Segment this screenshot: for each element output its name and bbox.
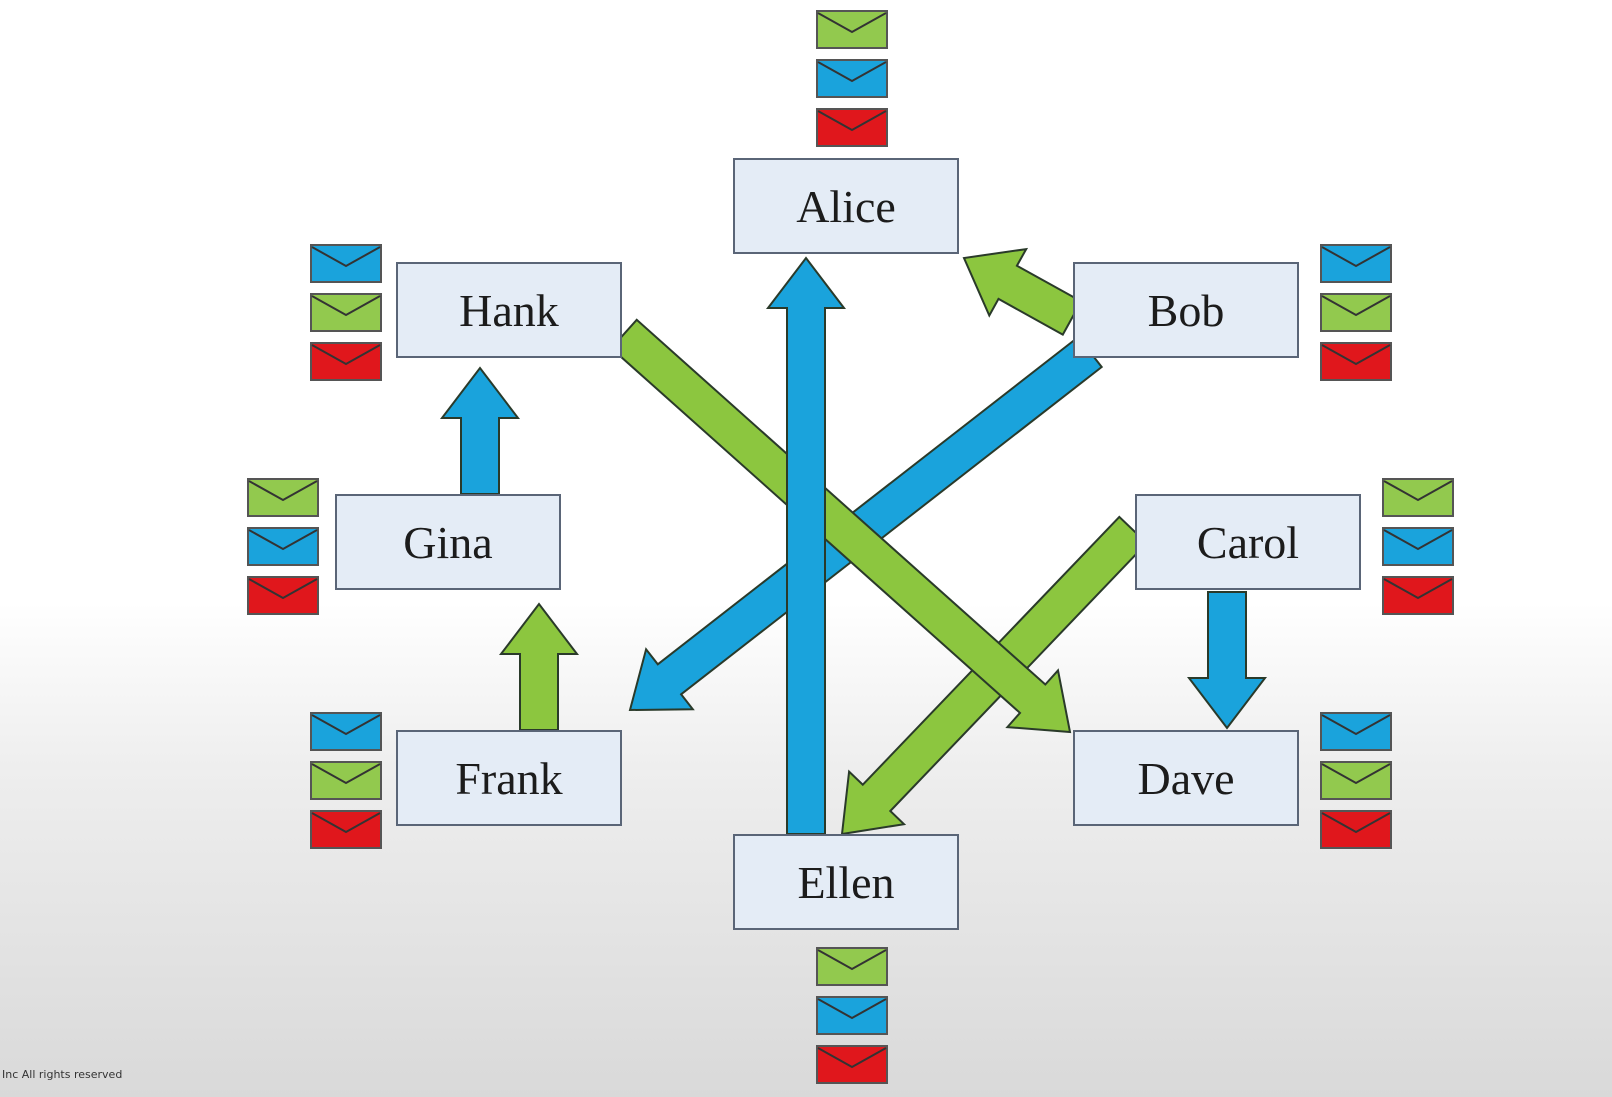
- node-dave[interactable]: Dave: [1073, 730, 1299, 826]
- envelope-stack-frank: [310, 712, 382, 859]
- envelope-icon-blue: [816, 59, 888, 98]
- arrow-bob-to-alice: [962, 247, 1083, 336]
- envelope-icon-red: [1320, 810, 1392, 849]
- arrow-carol-to-dave: [1186, 591, 1268, 730]
- envelope-icon-green: [816, 10, 888, 49]
- envelope-icon-red: [247, 576, 319, 615]
- envelope-icon-green: [1382, 478, 1454, 517]
- envelope-icon-red: [1382, 576, 1454, 615]
- node-bob[interactable]: Bob: [1073, 262, 1299, 358]
- node-ellen[interactable]: Ellen: [733, 834, 959, 930]
- envelope-icon-green: [310, 293, 382, 332]
- envelope-stack-gina: [247, 478, 319, 625]
- envelope-icon-green: [816, 947, 888, 986]
- envelope-icon-blue: [1320, 712, 1392, 751]
- arrow-ellen-to-alice: [765, 256, 847, 835]
- arrow-frank-to-gina: [498, 602, 580, 731]
- envelope-stack-ellen: [816, 947, 888, 1094]
- envelope-stack-alice: [816, 10, 888, 157]
- arrow-gina-to-hank: [439, 366, 521, 495]
- envelope-icon-blue: [1382, 527, 1454, 566]
- envelope-stack-dave: [1320, 712, 1392, 859]
- node-alice[interactable]: Alice: [733, 158, 959, 254]
- envelope-icon-blue: [816, 996, 888, 1035]
- node-frank[interactable]: Frank: [396, 730, 622, 826]
- envelope-icon-blue: [247, 527, 319, 566]
- envelope-icon-green: [310, 761, 382, 800]
- node-carol[interactable]: Carol: [1135, 494, 1361, 590]
- arrow-hank-to-dave: [609, 318, 1072, 734]
- envelope-icon-red: [310, 342, 382, 381]
- envelope-icon-blue: [310, 712, 382, 751]
- envelope-icon-blue: [310, 244, 382, 283]
- envelope-stack-carol: [1382, 478, 1454, 625]
- envelope-stack-hank: [310, 244, 382, 391]
- envelope-icon-green: [1320, 293, 1392, 332]
- envelope-stack-bob: [1320, 244, 1392, 391]
- envelope-icon-green: [247, 478, 319, 517]
- node-hank[interactable]: Hank: [396, 262, 622, 358]
- envelope-icon-red: [816, 1045, 888, 1084]
- envelope-icon-red: [816, 108, 888, 147]
- copyright-footer: Inc All rights reserved: [2, 1068, 123, 1081]
- envelope-icon-red: [310, 810, 382, 849]
- envelope-icon-green: [1320, 761, 1392, 800]
- node-gina[interactable]: Gina: [335, 494, 561, 590]
- envelope-icon-blue: [1320, 244, 1392, 283]
- envelope-icon-red: [1320, 342, 1392, 381]
